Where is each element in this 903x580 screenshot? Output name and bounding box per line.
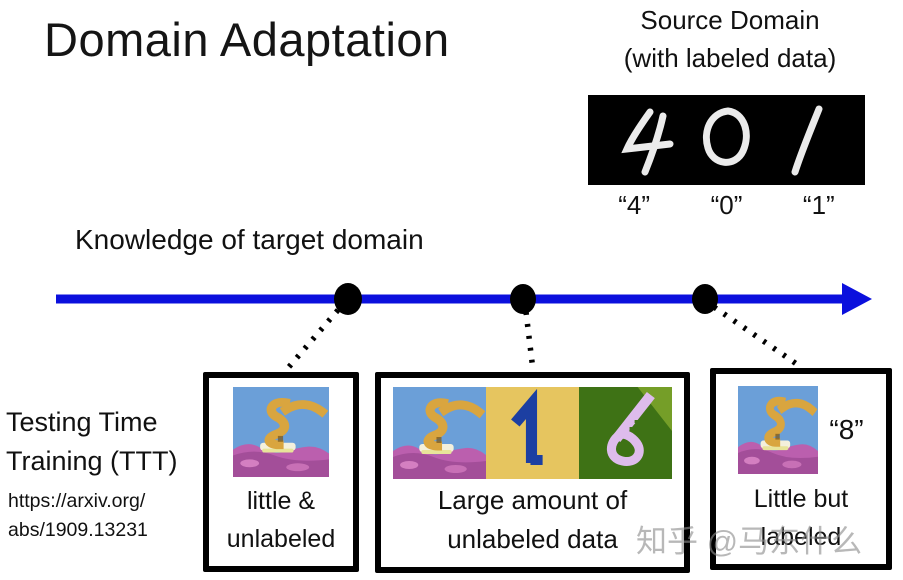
source-domain-heading-line2: (with labeled data) — [623, 42, 837, 73]
scenario-box-little-labeled: “8” Little but labeled — [710, 368, 892, 570]
scenario-right-thumbnails: “8” — [738, 386, 864, 474]
scenario-middle-caption: Large amount of unlabeled data — [437, 485, 628, 554]
mnist-digit-0 — [702, 107, 750, 166]
connector-dotted-line-left — [285, 308, 341, 370]
zhihu-watermark: 知乎 @马东什么 — [636, 524, 863, 559]
method-name: Testing Time Training (TTT) — [6, 407, 178, 477]
page-title: Domain Adaptation — [44, 13, 450, 66]
mnist-digit-1 — [791, 105, 823, 176]
connector-dotted-line-right — [712, 304, 803, 370]
mnist-digit-4 — [621, 108, 674, 154]
timeline-arrowhead — [842, 283, 872, 315]
timeline-dot-little-unlabeled — [334, 283, 362, 315]
source-domain-heading-line1: Source Domain — [640, 5, 820, 35]
connector-dotted-line-middle — [523, 311, 536, 371]
timeline-diagram — [56, 283, 872, 371]
mnist-label-1: “1” — [802, 190, 835, 220]
scenario-middle-thumbnails — [393, 387, 672, 479]
mnist-label-0: “0” — [710, 190, 743, 220]
scenario-left-thumbnails — [233, 387, 329, 477]
knowledge-axis-label: Knowledge of target domain — [75, 224, 424, 255]
scenario-right-caption: Little but labeled — [753, 485, 849, 551]
digit6-thumbnail — [579, 387, 672, 479]
scenario-box-little-unlabeled: little & unlabeled — [203, 372, 359, 572]
scenario-box-large-unlabeled: Large amount of unlabeled data — [375, 372, 690, 573]
source-domain-heading: Source Domain (with labeled data) — [580, 2, 880, 77]
digit8-label: “8” — [829, 414, 864, 445]
digit1-thumbnail — [486, 387, 579, 479]
digit8-thumbnail — [233, 387, 329, 477]
mnist-label-4: “4” — [618, 190, 651, 220]
digit8-thumbnail — [738, 386, 818, 474]
digit8-thumbnail — [393, 387, 486, 479]
timeline-dot-large-unlabeled — [510, 284, 536, 314]
arxiv-url: https://arxiv.org/ abs/1909.13231 — [8, 490, 148, 542]
mnist-digits-art — [588, 95, 865, 185]
mnist-digit-labels: “4” “0” “1” — [588, 190, 865, 221]
mnist-sample-strip — [588, 95, 865, 185]
scenario-left-caption: little & unlabeled — [226, 487, 336, 553]
timeline-dot-little-labeled — [692, 284, 718, 314]
